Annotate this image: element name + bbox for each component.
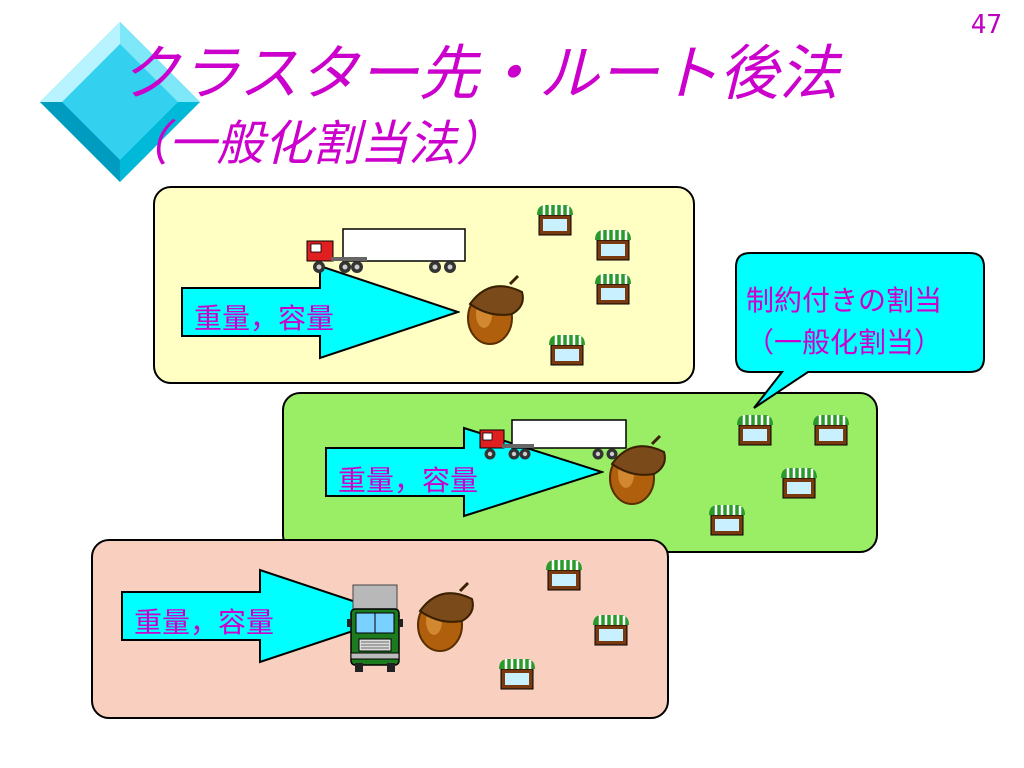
shop-icon [737, 415, 773, 446]
shop-icon [499, 659, 535, 690]
acorn-icon [609, 434, 666, 505]
shop-icon [549, 335, 585, 366]
assignment-arrow-2 [325, 426, 604, 518]
shop-icon [595, 274, 631, 305]
callout-line-1: 制約付きの割当 [746, 284, 943, 317]
arrow-label-3: 重量，容量 [134, 606, 275, 639]
shop-icon [546, 560, 582, 591]
shop-icon [595, 230, 631, 261]
shop-icon [593, 615, 629, 646]
shop-icon [537, 205, 573, 236]
shop-icon [781, 468, 817, 499]
acorn-icon [467, 274, 524, 345]
slide-title: クラスター先・ルート後法 （一般化割当法） [120, 40, 839, 172]
assignment-arrow-1 [181, 264, 460, 360]
callout-line-2: （一般化割当） [746, 326, 943, 359]
assignment-arrow-3 [121, 568, 400, 664]
diamond-decoration [40, 22, 200, 182]
title-line-2: （一般化割当法） [120, 116, 505, 172]
slide-number: 47 [970, 10, 1002, 40]
title-line-1: クラスター先・ルート後法 [120, 39, 839, 109]
arrow-label-1: 重量，容量 [194, 302, 335, 335]
trailer-truck-icon [479, 419, 627, 460]
callout-text: 制約付きの割当 （一般化割当） [746, 280, 986, 364]
callout-bubble [735, 252, 985, 409]
box-truck-icon [347, 584, 403, 672]
shop-icon [709, 505, 745, 536]
shop-icon [813, 415, 849, 446]
trailer-truck-icon [306, 228, 466, 273]
acorn-icon [417, 581, 474, 652]
arrow-label-2: 重量，容量 [338, 464, 479, 497]
